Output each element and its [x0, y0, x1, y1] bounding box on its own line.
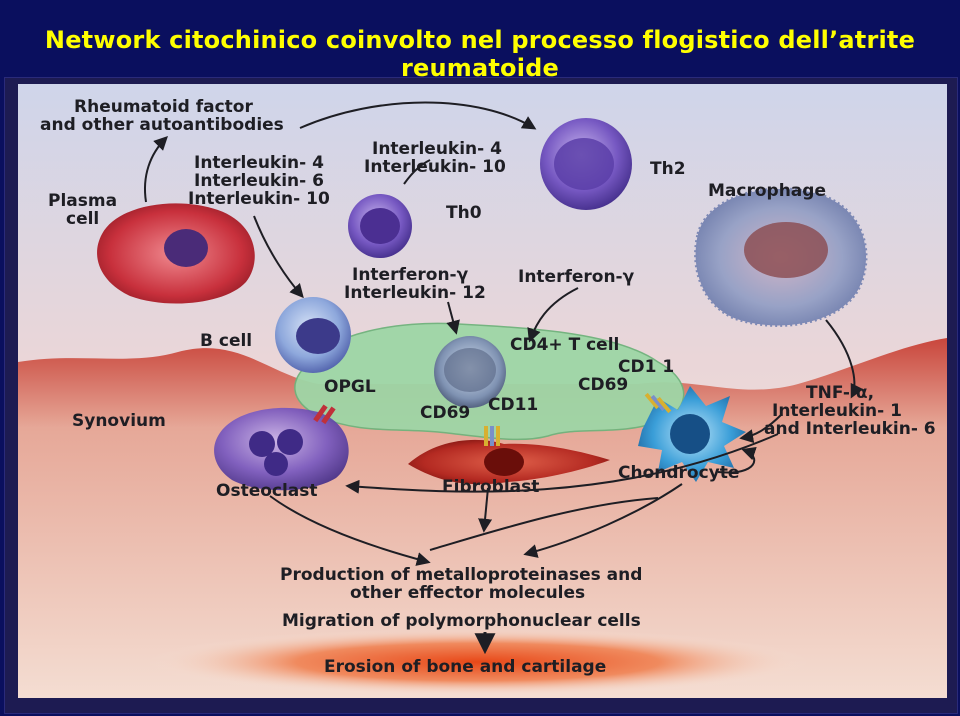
label-bcell: B cell [200, 331, 252, 351]
label-migration: Migration of polymorphonuclear cells [282, 611, 641, 631]
arrow-chondrocyte-down [523, 483, 683, 558]
label-th2: Th2 [650, 159, 686, 179]
osteoclast-cell [214, 407, 349, 491]
label-ifn-il12-1: Interferon-γ [352, 265, 469, 285]
label-th0: Th0 [446, 203, 482, 223]
plasma-cell [97, 203, 255, 304]
label-antibodies-1: Rheumatoid factor [74, 97, 253, 117]
arrow-plasma-to-bcell [253, 215, 304, 299]
label-tnf-1: TNF- α, [806, 383, 874, 403]
figure-frame: Rheumatoid factor and other autoantibodi… [4, 77, 958, 714]
label-production-2: other effector molecules [350, 583, 585, 603]
fibroblast-cell [408, 439, 610, 485]
label-il-top-1: Interleukin- 4 [372, 139, 502, 159]
label-il-top-2: Interleukin- 10 [364, 157, 506, 177]
label-fibroblast: Fibroblast [442, 477, 539, 497]
label-cd11-center: CD11 [488, 395, 538, 415]
label-plasma-2: cell [66, 209, 99, 229]
arrow-chondrocyte-loop [717, 446, 757, 474]
label-opgl: OPGL [324, 377, 376, 397]
label-ifn-right: Interferon-γ [518, 267, 635, 287]
label-chondrocyte: Chondrocyte [618, 463, 739, 483]
label-plasma-1: Plasma [48, 191, 117, 211]
label-il-left-1: Interleukin- 4 [194, 153, 324, 173]
arrow-fibroblast-down [478, 487, 493, 533]
opgl-receptor [313, 404, 336, 425]
label-cd4: CD4+ T cell [510, 335, 619, 355]
label-cd69-left: CD69 [420, 403, 470, 423]
label-osteoclast: Osteoclast [216, 481, 318, 501]
label-macrophage: Macrophage [708, 181, 826, 201]
label-cd11-right: CD1 1 [618, 357, 674, 377]
macrophage-cell [694, 187, 868, 327]
label-synovium: Synovium [72, 411, 166, 431]
cd69-cd11-receptor-right [644, 392, 672, 414]
label-production-1: Production of metalloproteinases and [280, 565, 642, 585]
erosion-glow [148, 628, 808, 696]
arrow-osteoclast-down [269, 495, 431, 566]
label-il-left-2: Interleukin- 6 [194, 171, 324, 191]
label-il-left-3: Interleukin- 10 [188, 189, 330, 209]
label-tnf-3: and Interleukin- 6 [764, 419, 936, 439]
label-antibodies-2: and other autoantibodies [40, 115, 284, 135]
th0-cell [348, 194, 412, 258]
b-cell [275, 297, 351, 373]
arrow-to-antibodies [144, 136, 168, 203]
label-cd69-right: CD69 [578, 375, 628, 395]
arrow-cross-left [429, 497, 659, 551]
arrow-top-loop [299, 101, 537, 130]
label-tnf-2: Interleukin- 1 [772, 401, 902, 421]
arrow-tnf-to-osteoclast [345, 433, 779, 494]
th2-cell [540, 118, 632, 210]
chondrocyte-cell [638, 386, 746, 482]
cd69-cd11-receptor-center [484, 426, 500, 446]
rheumatoid-arthritis-diagram: Rheumatoid factor and other autoantibodi… [18, 84, 947, 698]
label-ifn-il12-2: Interleukin- 12 [344, 283, 486, 303]
arrow-tnf-to-chondrocyte [739, 413, 783, 444]
cd4-t-cell [434, 336, 506, 408]
arrow-to-cd4 [446, 301, 460, 335]
slide-title: Network citochinico coinvolto nel proces… [44, 26, 916, 82]
arrow-th0-to-th2 [403, 159, 431, 185]
arrow-macrophage-down [825, 319, 864, 399]
arrow-ifn-right [527, 287, 579, 343]
label-erosion: Erosion of bone and cartilage [324, 657, 606, 677]
